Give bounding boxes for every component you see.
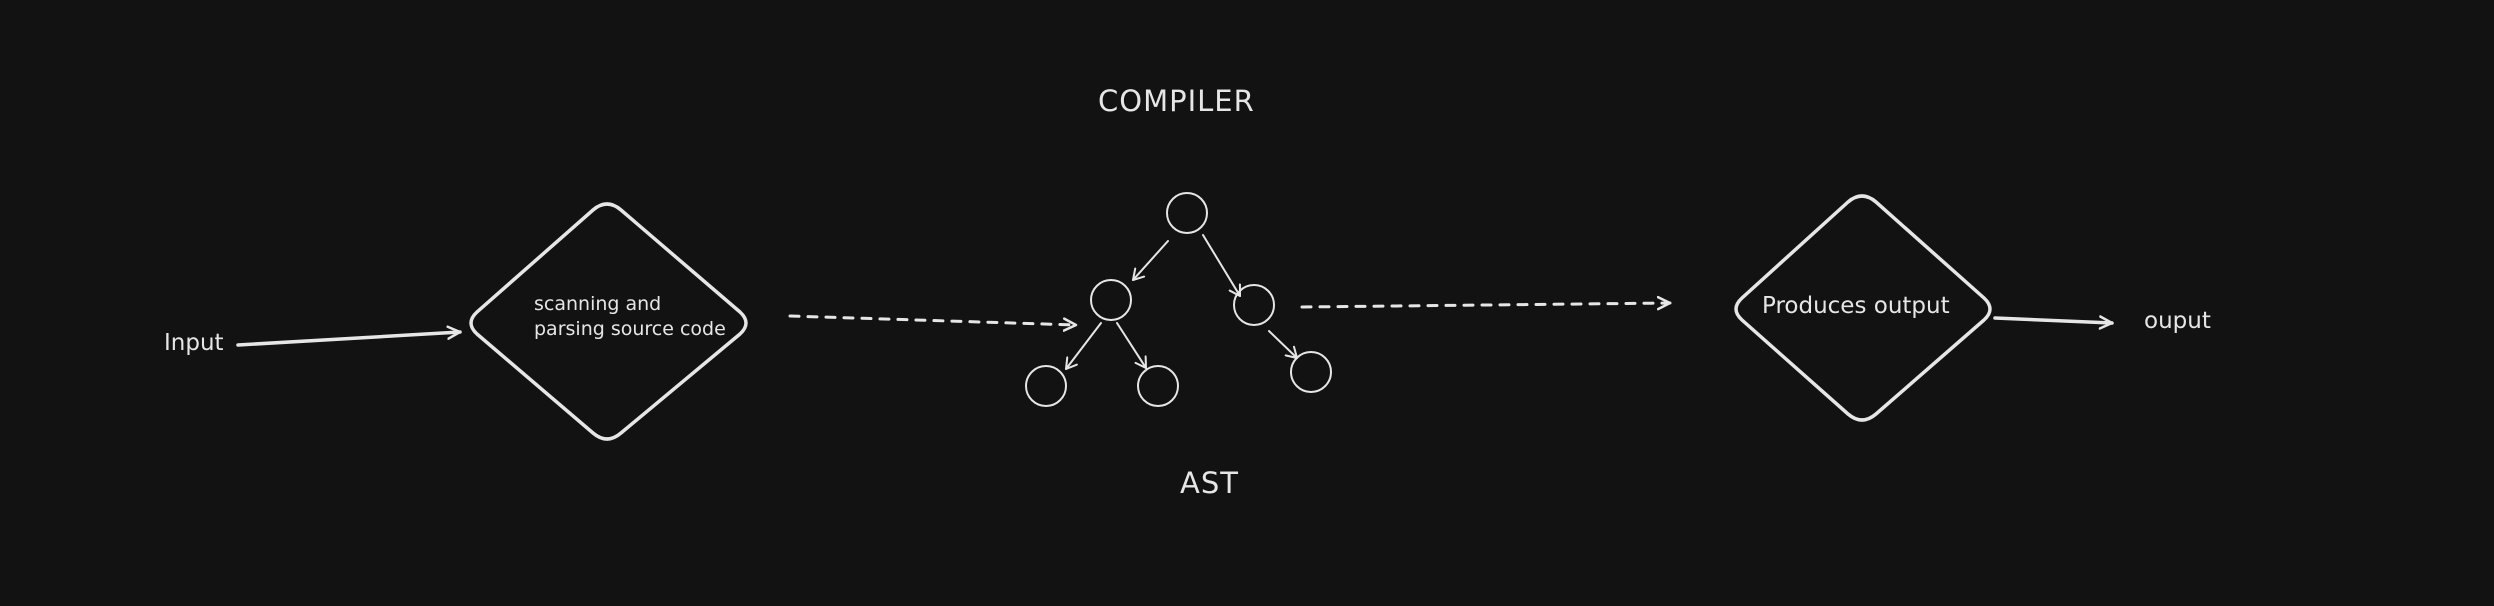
ast-node-left xyxy=(1090,279,1132,321)
output-label: ouput xyxy=(2144,308,2211,334)
diagram-title: COMPILER xyxy=(1098,84,1255,118)
ast-edge-root-left xyxy=(1132,240,1169,281)
ast-node-leaf-3 xyxy=(1290,351,1332,393)
producer-diamond xyxy=(1734,194,1992,422)
ast-node-right xyxy=(1233,284,1275,326)
input-arrow xyxy=(236,332,462,347)
ast-node-leaf-2 xyxy=(1137,365,1179,407)
ast-edge-right-leaf xyxy=(1268,330,1298,359)
scanner-label: scanning and parsing source code xyxy=(534,293,726,340)
ast-edge-left-leftleaf xyxy=(1065,322,1102,370)
ast-node-leaf-1 xyxy=(1025,365,1067,407)
output-arrow xyxy=(1993,318,2114,323)
ast-edge-root-right xyxy=(1202,234,1241,297)
ast-label: AST xyxy=(1180,466,1239,500)
scanner-diamond xyxy=(469,202,748,441)
ast-edge-left-rightleaf xyxy=(1116,322,1147,369)
dashed-arrow-to-producer xyxy=(1300,303,1672,307)
input-label: Input xyxy=(164,330,224,356)
ast-node-root xyxy=(1166,192,1208,234)
dashed-arrow-to-ast xyxy=(788,314,1078,325)
producer-label: Produces output xyxy=(1762,293,1950,319)
